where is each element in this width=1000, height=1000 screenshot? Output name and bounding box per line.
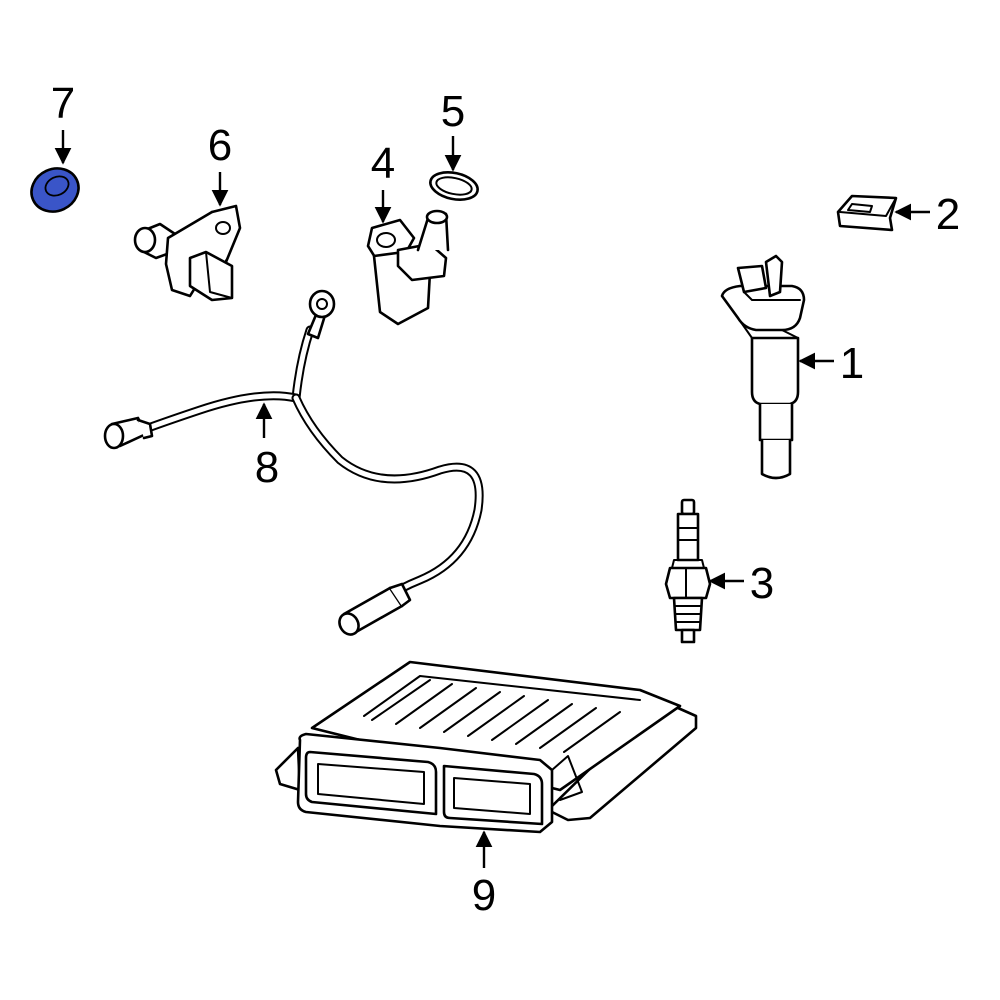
callout-1-label: 1 xyxy=(840,339,864,388)
callout-1: 1 xyxy=(798,339,864,388)
callout-2-label: 2 xyxy=(936,190,960,239)
callout-9: 9 xyxy=(472,830,496,920)
callout-9-label: 9 xyxy=(472,871,496,920)
callout-6: 6 xyxy=(208,121,232,207)
callout-3: 3 xyxy=(708,559,774,608)
camshaft-sensor-icon[interactable] xyxy=(133,204,242,302)
callout-4-label: 4 xyxy=(371,139,395,188)
callout-8: 8 xyxy=(255,402,279,492)
wiring-harness-icon[interactable] xyxy=(103,289,484,638)
callout-8-label: 8 xyxy=(255,443,279,492)
callout-2: 2 xyxy=(894,190,960,239)
callout-7-label: 7 xyxy=(51,79,75,128)
callout-4: 4 xyxy=(371,139,395,224)
position-sensor-icon[interactable] xyxy=(366,209,450,326)
callout-5: 5 xyxy=(441,87,465,172)
callout-5-label: 5 xyxy=(441,87,465,136)
ignition-coil-icon[interactable] xyxy=(720,254,806,480)
clip-icon[interactable] xyxy=(836,194,898,232)
callout-7: 7 xyxy=(51,79,75,165)
seal-ring-icon[interactable] xyxy=(24,161,85,219)
o-ring-icon[interactable] xyxy=(428,168,480,203)
callout-6-label: 6 xyxy=(208,121,232,170)
engine-control-module-icon[interactable] xyxy=(274,660,698,834)
callout-3-label: 3 xyxy=(750,559,774,608)
spark-plug-icon[interactable] xyxy=(664,498,712,644)
